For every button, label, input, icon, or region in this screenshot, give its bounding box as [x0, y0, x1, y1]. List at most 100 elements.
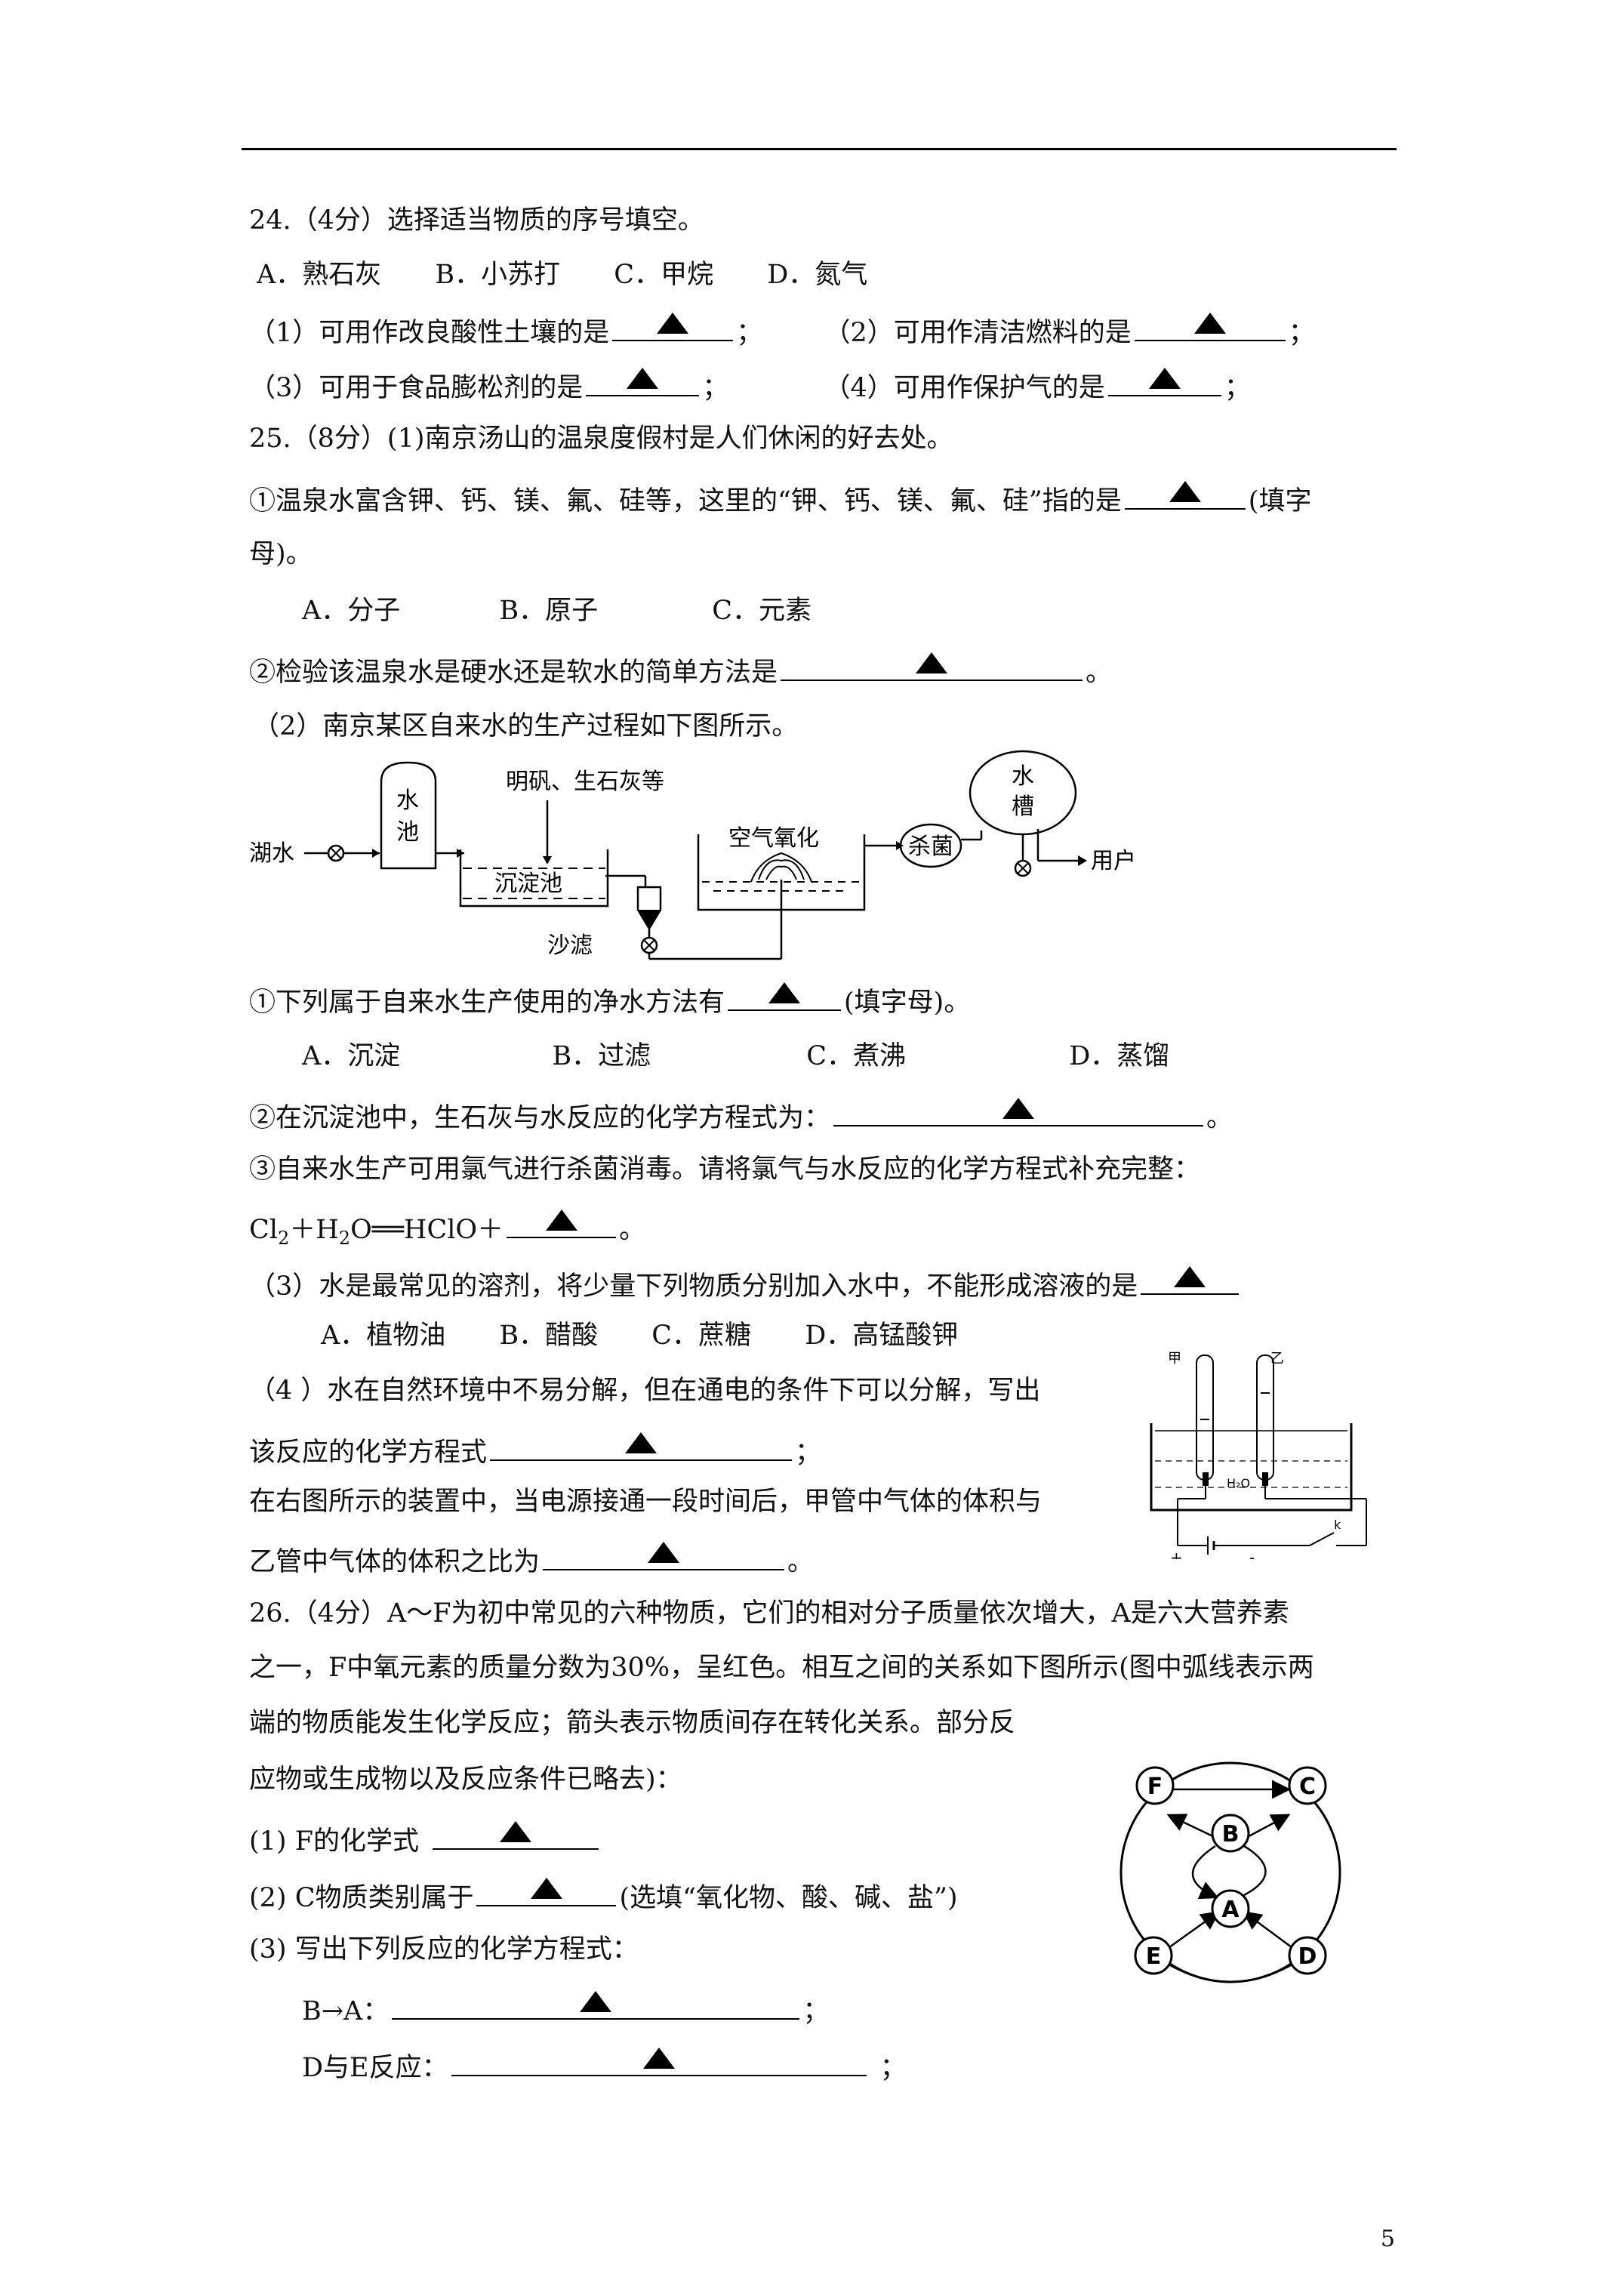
triangle-icon [916, 652, 948, 673]
answer-blank[interactable] [1134, 310, 1286, 341]
triangle-icon [627, 368, 659, 389]
q26-part1-text: (1) F的化学式 [249, 1826, 419, 1857]
answer-blank[interactable] [543, 1539, 785, 1570]
q25-s2-q2: ②在沉淀池中，生石灰与水反应的化学方程式为： 。 [249, 1095, 1233, 1136]
option: A．植物油 [321, 1321, 446, 1351]
q26-part2: (2) C物质类别属于(选填“氧化物、酸、碱、盐”) [249, 1875, 958, 1916]
q25-s2-q2-text: ②在沉淀池中，生石灰与水反应的化学方程式为： [249, 1103, 831, 1133]
q25-s2-q1-hint: (填字母)。 [844, 988, 971, 1018]
option: D．蒸馏 [1069, 1041, 1170, 1071]
answer-blank[interactable] [476, 1875, 617, 1906]
q25-s1-q1: ①温泉水富含钾、钙、镁、氟、硅等，这里的“钾、钙、镁、氟、硅”指的是(填字 [249, 478, 1311, 519]
q25-s1-q1-hint: (填字 [1248, 486, 1312, 516]
q24-item-4: （4）可用作保护气的是 [824, 373, 1105, 403]
node-a-label: A [1221, 1897, 1240, 1923]
q24-item-3: （3）可用于食品膨松剂的是 [249, 373, 584, 403]
user-label: 用户 [1091, 848, 1136, 874]
header-rule [242, 148, 1397, 150]
plus-label: + [1170, 1549, 1183, 1559]
q24-option-d: D．氮气 [767, 260, 868, 290]
answer-blank[interactable] [728, 979, 842, 1011]
node-c: C [1288, 1766, 1327, 1805]
q25-s2-q3: ③自来水生产可用氯气进行杀菌消毒。请将氯气与水反应的化学方程式补充完整： [249, 1154, 1201, 1185]
punct: ； [795, 1438, 822, 1468]
answer-blank[interactable] [507, 1207, 617, 1238]
eq-part: O══HClO＋ [350, 1215, 504, 1245]
sediment-tank [459, 849, 609, 908]
q26-part3a-text: B→A： [302, 1996, 390, 2026]
answer-blank[interactable] [833, 1095, 1204, 1126]
eq-sub: 2 [338, 1228, 351, 1249]
lake-label: 湖水 [249, 840, 294, 867]
pool-label-2: 池 [396, 819, 419, 846]
sediment-label: 沉淀池 [494, 871, 562, 897]
punct: 。 [1206, 1103, 1233, 1133]
node-d: D [1288, 1936, 1327, 1975]
tank-label-2: 槽 [1012, 794, 1034, 820]
q24-row-1: （1）可用作改良酸性土壤的是； （2）可用作清洁燃料的是； [249, 310, 1315, 351]
q25-s4-text: 该反应的化学方程式 [249, 1438, 488, 1468]
substance-relation-diagram: F C B A E D [1119, 1761, 1341, 1983]
q26-part2-hint: (选填“氧化物、酸、碱、盐”) [619, 1883, 958, 1913]
pool-box [380, 761, 437, 870]
answer-blank[interactable] [392, 1988, 800, 2020]
answer-blank[interactable] [1124, 478, 1246, 510]
q25-s4-line4: 乙管中气体的体积之比为。 [249, 1539, 814, 1580]
answer-blank[interactable] [781, 649, 1083, 681]
node-d-label: D [1298, 1943, 1317, 1970]
option: D．高锰酸钾 [805, 1321, 959, 1351]
water-trough [1150, 1423, 1353, 1512]
option: C．元素 [712, 596, 812, 626]
node-e-label: E [1146, 1943, 1162, 1970]
option: C．煮沸 [806, 1041, 907, 1071]
answer-blank[interactable] [1107, 365, 1221, 396]
q25-s4-line3: 在右图所示的装置中，当电源接通一段时间后，甲管中气体的体积与 [249, 1487, 1042, 1517]
tube-jia-label: 甲 [1168, 1351, 1181, 1367]
additives-label: 明矾、生石灰等 [506, 769, 664, 795]
punct: ； [1288, 318, 1315, 348]
node-a: A [1211, 1889, 1250, 1928]
water-label: H₂O [1227, 1476, 1250, 1490]
q25-s1-q2-text: ②检验该温泉水是硬水还是软水的简单方法是 [249, 658, 778, 688]
punct: 。 [619, 1215, 646, 1245]
sterilize-label: 杀菌 [908, 834, 953, 860]
triangle-icon [580, 1991, 612, 2012]
q24-options: A．熟石灰 B．小苏打 C．甲烷 D．氮气 [257, 257, 867, 293]
node-c-label: C [1299, 1774, 1316, 1800]
punct: ； [736, 318, 763, 348]
q24-option-a: A．熟石灰 [257, 260, 382, 290]
answer-blank[interactable] [1141, 1263, 1240, 1295]
node-e: E [1134, 1936, 1173, 1975]
q25-s2-options: A．沉淀 B．过滤 C．煮沸 D．蒸馏 [302, 1038, 1169, 1074]
punct: 。 [1086, 658, 1113, 688]
q24-option-c: C．甲烷 [614, 260, 714, 290]
triangle-icon [768, 982, 801, 1003]
punct: 。 [787, 1547, 815, 1577]
q25-s1-q1-cont: 母)。 [249, 539, 313, 569]
q25-equation: Cl2＋H2O══HClO＋。 [249, 1207, 645, 1256]
q25-s2-q1-text: ①下列属于自来水生产使用的净水方法有 [249, 988, 725, 1018]
answer-blank[interactable] [433, 1818, 599, 1850]
page-number: 5 [1380, 2226, 1395, 2252]
q26-part1: (1) F的化学式 [249, 1818, 602, 1860]
punct: ； [702, 373, 729, 403]
punct: ； [802, 1996, 830, 2026]
q26-line1: 26.（4分）A～F为初中常见的六种物质，它们的相对分子质量依次增大，A是六大营… [249, 1598, 1289, 1629]
answer-blank[interactable] [451, 2045, 867, 2076]
node-f: F [1135, 1766, 1175, 1805]
answer-blank[interactable] [586, 365, 700, 396]
aeration-label: 空气氧化 [728, 825, 819, 852]
q26-part3a: B→A： ； [302, 1988, 829, 2029]
answer-blank[interactable] [612, 310, 734, 341]
q26-part3b-text: D与E反应： [302, 2053, 448, 2083]
option: C．蔗糖 [651, 1321, 752, 1351]
sand-label: 沙滤 [547, 932, 593, 959]
q25-s3-text: （3）水是最常见的溶剂，将少量下列物质分别加入水中，不能形成溶液的是 [249, 1271, 1138, 1302]
q25-title: 25.（8分）(1)南京汤山的温泉度假村是人们休闲的好去处。 [249, 424, 953, 454]
switch-icon [1309, 1532, 1335, 1546]
answer-blank[interactable] [490, 1429, 793, 1461]
water-treatment-diagram: 湖水 水 池 明矾、生石灰等 沉淀池 沙滤 空气氧化 [249, 750, 1136, 960]
q25-s4-line1: （4 ）水在自然环境中不易分解，但在通电的条件下可以分解，写出 [249, 1376, 1041, 1406]
node-b: B [1211, 1814, 1250, 1853]
